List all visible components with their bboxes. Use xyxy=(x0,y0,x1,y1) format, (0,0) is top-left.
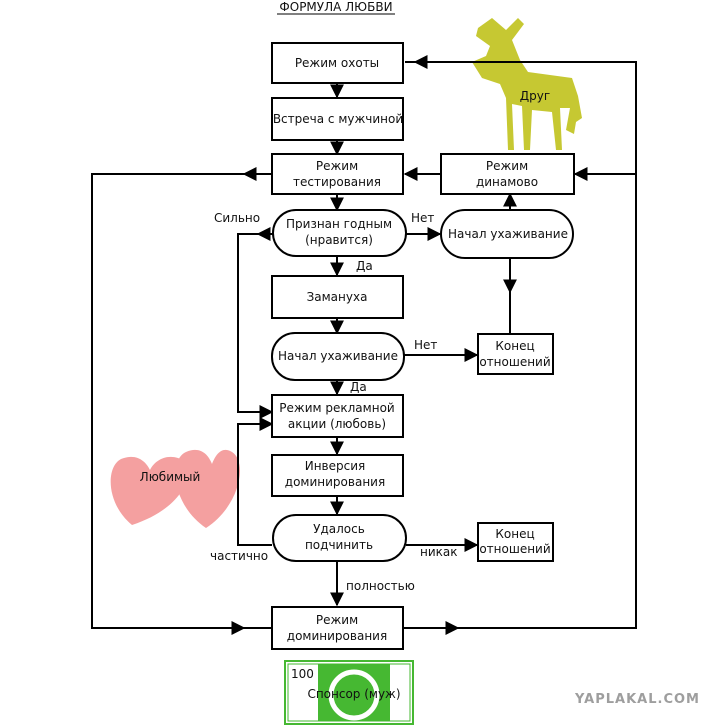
svg-text:подчинить: подчинить xyxy=(305,538,373,552)
banknote-emblem xyxy=(328,669,380,721)
edge-label-strongly: Сильно xyxy=(214,211,260,225)
svg-text:отношений: отношений xyxy=(479,542,550,556)
node-meeting: Встреча с мужчиной xyxy=(271,97,404,141)
svg-text:Конец: Конец xyxy=(495,527,534,541)
node-end-relationship-2: Конец отношений xyxy=(477,522,554,562)
svg-text:динамово: динамово xyxy=(476,175,538,189)
goat-shape xyxy=(472,18,582,150)
svg-text:Режим: Режим xyxy=(486,159,528,173)
node-courtship-main: Начал ухаживание xyxy=(271,332,405,381)
svg-text:Замануха: Замануха xyxy=(307,290,368,304)
heart-left xyxy=(110,456,188,525)
banknote-label: Спонсор (муж) xyxy=(307,687,400,701)
svg-text:Удалось: Удалось xyxy=(313,522,365,536)
edge-label-yes-2: Да xyxy=(350,380,367,394)
node-courtship-side: Начал ухаживание xyxy=(440,209,574,259)
svg-text:акции (любовь): акции (любовь) xyxy=(288,417,386,431)
svg-text:Режим: Режим xyxy=(316,159,358,173)
svg-text:Режим охоты: Режим охоты xyxy=(295,56,379,70)
svg-text:Начал ухаживание: Начал ухаживание xyxy=(278,349,398,363)
node-hunt-mode: Режим охоты xyxy=(271,42,404,84)
node-approved: Признан годным (нравится) xyxy=(272,209,407,257)
node-end-relationship-1: Конец отношений xyxy=(477,333,554,375)
banknote-value: 100 xyxy=(291,667,314,681)
edge-label-no-1: Нет xyxy=(411,211,434,225)
friend-label: Друг xyxy=(520,89,550,103)
beloved-label: Любимый xyxy=(140,470,201,484)
svg-text:доминирования: доминирования xyxy=(285,475,385,489)
svg-text:Признан годным: Признан годным xyxy=(286,217,392,231)
node-ad-mode: Режим рекламной акции (любовь) xyxy=(271,394,404,438)
diagram-title: ФОРМУЛА ЛЮБВИ xyxy=(279,0,392,14)
node-subdue: Удалось подчинить xyxy=(272,514,407,562)
node-dynamo-mode: Режим динамово xyxy=(440,153,575,195)
edge-label-partially: частично xyxy=(210,549,268,563)
edge-label-yes-1: Да xyxy=(356,259,373,273)
svg-text:Режим рекламной: Режим рекламной xyxy=(279,401,394,415)
edge-label-no-2: Нет xyxy=(414,338,437,352)
svg-text:Начал ухаживание: Начал ухаживание xyxy=(448,227,568,241)
svg-text:Инверсия: Инверсия xyxy=(305,459,366,473)
svg-text:отношений: отношений xyxy=(479,355,550,369)
node-lure: Замануха xyxy=(271,275,404,319)
connectors xyxy=(91,55,637,635)
node-inversion: Инверсия доминирования xyxy=(271,454,404,497)
svg-text:тестирования: тестирования xyxy=(293,175,381,189)
hearts-figure: Любимый xyxy=(110,449,240,528)
edge-label-fully: полностью xyxy=(346,579,415,593)
watermark: YAPLAKAL.COM xyxy=(574,692,700,707)
node-domination: Режим доминирования xyxy=(271,606,404,650)
svg-text:доминирования: доминирования xyxy=(287,629,387,643)
svg-text:Встреча с мужчиной: Встреча с мужчиной xyxy=(273,112,403,126)
svg-text:Конец: Конец xyxy=(495,339,534,353)
goat-figure: Друг xyxy=(472,18,582,150)
banknote-figure: 100 Спонсор (муж) xyxy=(284,660,414,725)
edge-label-not-at-all: никак xyxy=(420,545,458,559)
svg-text:Режим: Режим xyxy=(316,613,358,627)
svg-text:(нравится): (нравится) xyxy=(305,233,373,247)
heart-right xyxy=(175,449,240,528)
node-testing-mode: Режим тестирования xyxy=(271,153,404,195)
